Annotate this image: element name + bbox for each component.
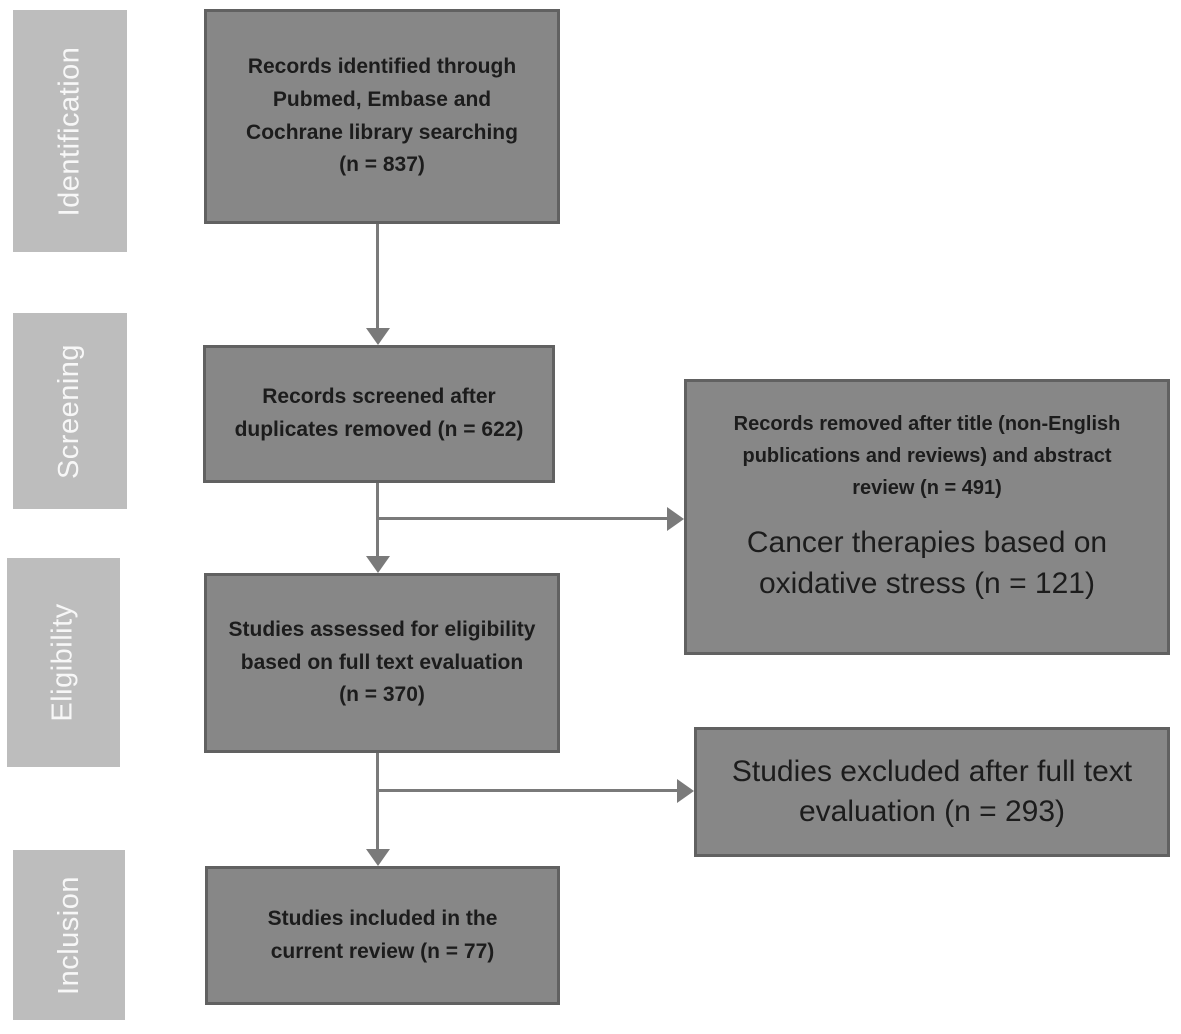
box-studies-excluded-full-text: Studies excluded after full text evaluat…: [694, 727, 1170, 857]
stage-inclusion: Inclusion: [13, 850, 125, 1020]
box-studies-assessed: Studies assessed for eligibility based o…: [204, 573, 560, 753]
box-studies-assessed-text: Studies assessed for eligibility based o…: [228, 618, 536, 707]
arrow-identified-to-screened-head: [366, 328, 390, 345]
box-records-identified-text: Records identified through Pubmed, Embas…: [246, 55, 518, 177]
arrow-screened-to-eligible-head: [366, 556, 390, 573]
box-records-identified: Records identified through Pubmed, Embas…: [204, 9, 560, 224]
arrow-eligible-to-included-head: [366, 849, 390, 866]
box-records-removed-small-text: Records removed after title (non-English…: [733, 413, 1121, 499]
box-records-screened-text: Records screened after duplicates remove…: [234, 385, 524, 441]
box-studies-excluded-full-text-label: Studies excluded after full text evaluat…: [731, 754, 1133, 829]
box-records-screened: Records screened after duplicates remove…: [203, 345, 555, 483]
arrow-eligible-to-included-line: [376, 753, 379, 850]
arrow-identified-to-screened-line: [376, 224, 379, 330]
stage-screening-label: Screening: [53, 343, 86, 479]
stage-eligibility-label: Eligibility: [47, 603, 80, 722]
box-records-removed-title-abstract: Records removed after title (non-English…: [684, 379, 1170, 655]
box-studies-included: Studies included in the current review (…: [205, 866, 560, 1005]
arrow-eligible-to-excluded-line: [378, 789, 678, 792]
stage-inclusion-label: Inclusion: [52, 875, 85, 995]
box-cancer-therapies-large-text: Cancer therapies based on oxidative stre…: [746, 526, 1108, 601]
arrow-screened-to-removed-line: [378, 517, 668, 520]
stage-identification-label: Identification: [53, 46, 86, 216]
box-studies-included-text: Studies included in the current review (…: [267, 906, 498, 963]
arrow-eligible-to-excluded-head: [677, 779, 694, 803]
arrow-screened-to-removed-head: [667, 507, 684, 531]
stage-eligibility: Eligibility: [7, 558, 120, 767]
stage-identification: Identification: [13, 10, 127, 252]
arrow-screened-to-eligible-line: [376, 483, 379, 557]
stage-screening: Screening: [13, 313, 127, 509]
